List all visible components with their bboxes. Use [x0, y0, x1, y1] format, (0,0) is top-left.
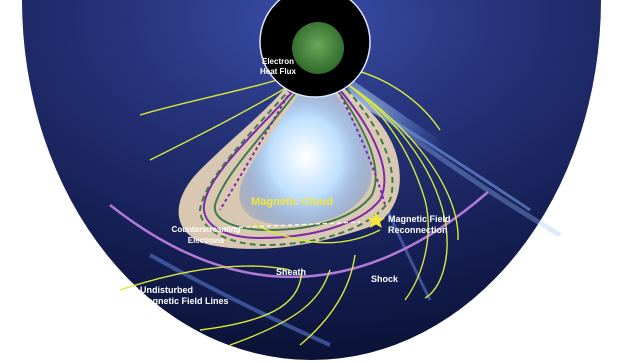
counterstreaming-label-line1: Counterstreaming — [172, 225, 241, 234]
magnetic-cloud-label: Magnetic Cloud — [251, 196, 333, 208]
reconnection-label-line1: Magnetic Field — [388, 214, 451, 224]
electron-heat-flux-label-line1: Electron — [262, 57, 294, 66]
undisturbed-label-line2: Magnetic Field Lines — [140, 296, 229, 306]
shock-label: Shock — [371, 274, 399, 284]
sheath-label: Sheath — [276, 267, 306, 277]
sun-disk — [292, 22, 344, 74]
counterstreaming-label-line2: Electrons — [188, 236, 225, 245]
reconnection-label-line2: Reconnection — [388, 225, 448, 235]
undisturbed-label-line1: Undisturbed — [140, 285, 193, 295]
electron-heat-flux-label-line2: Heat Flux — [260, 67, 297, 76]
